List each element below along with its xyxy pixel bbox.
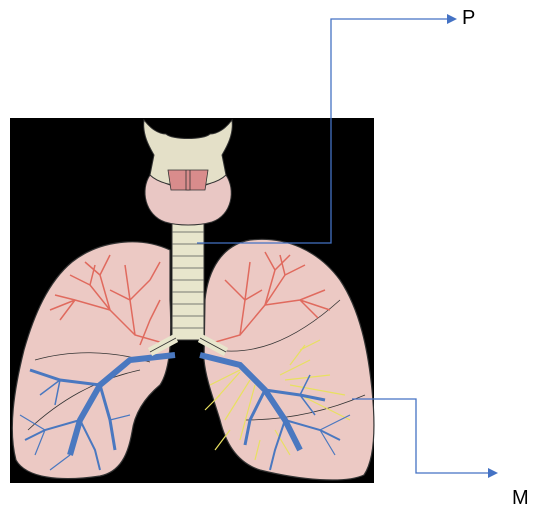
label-p: P — [462, 8, 475, 28]
label-m: M — [512, 488, 529, 508]
